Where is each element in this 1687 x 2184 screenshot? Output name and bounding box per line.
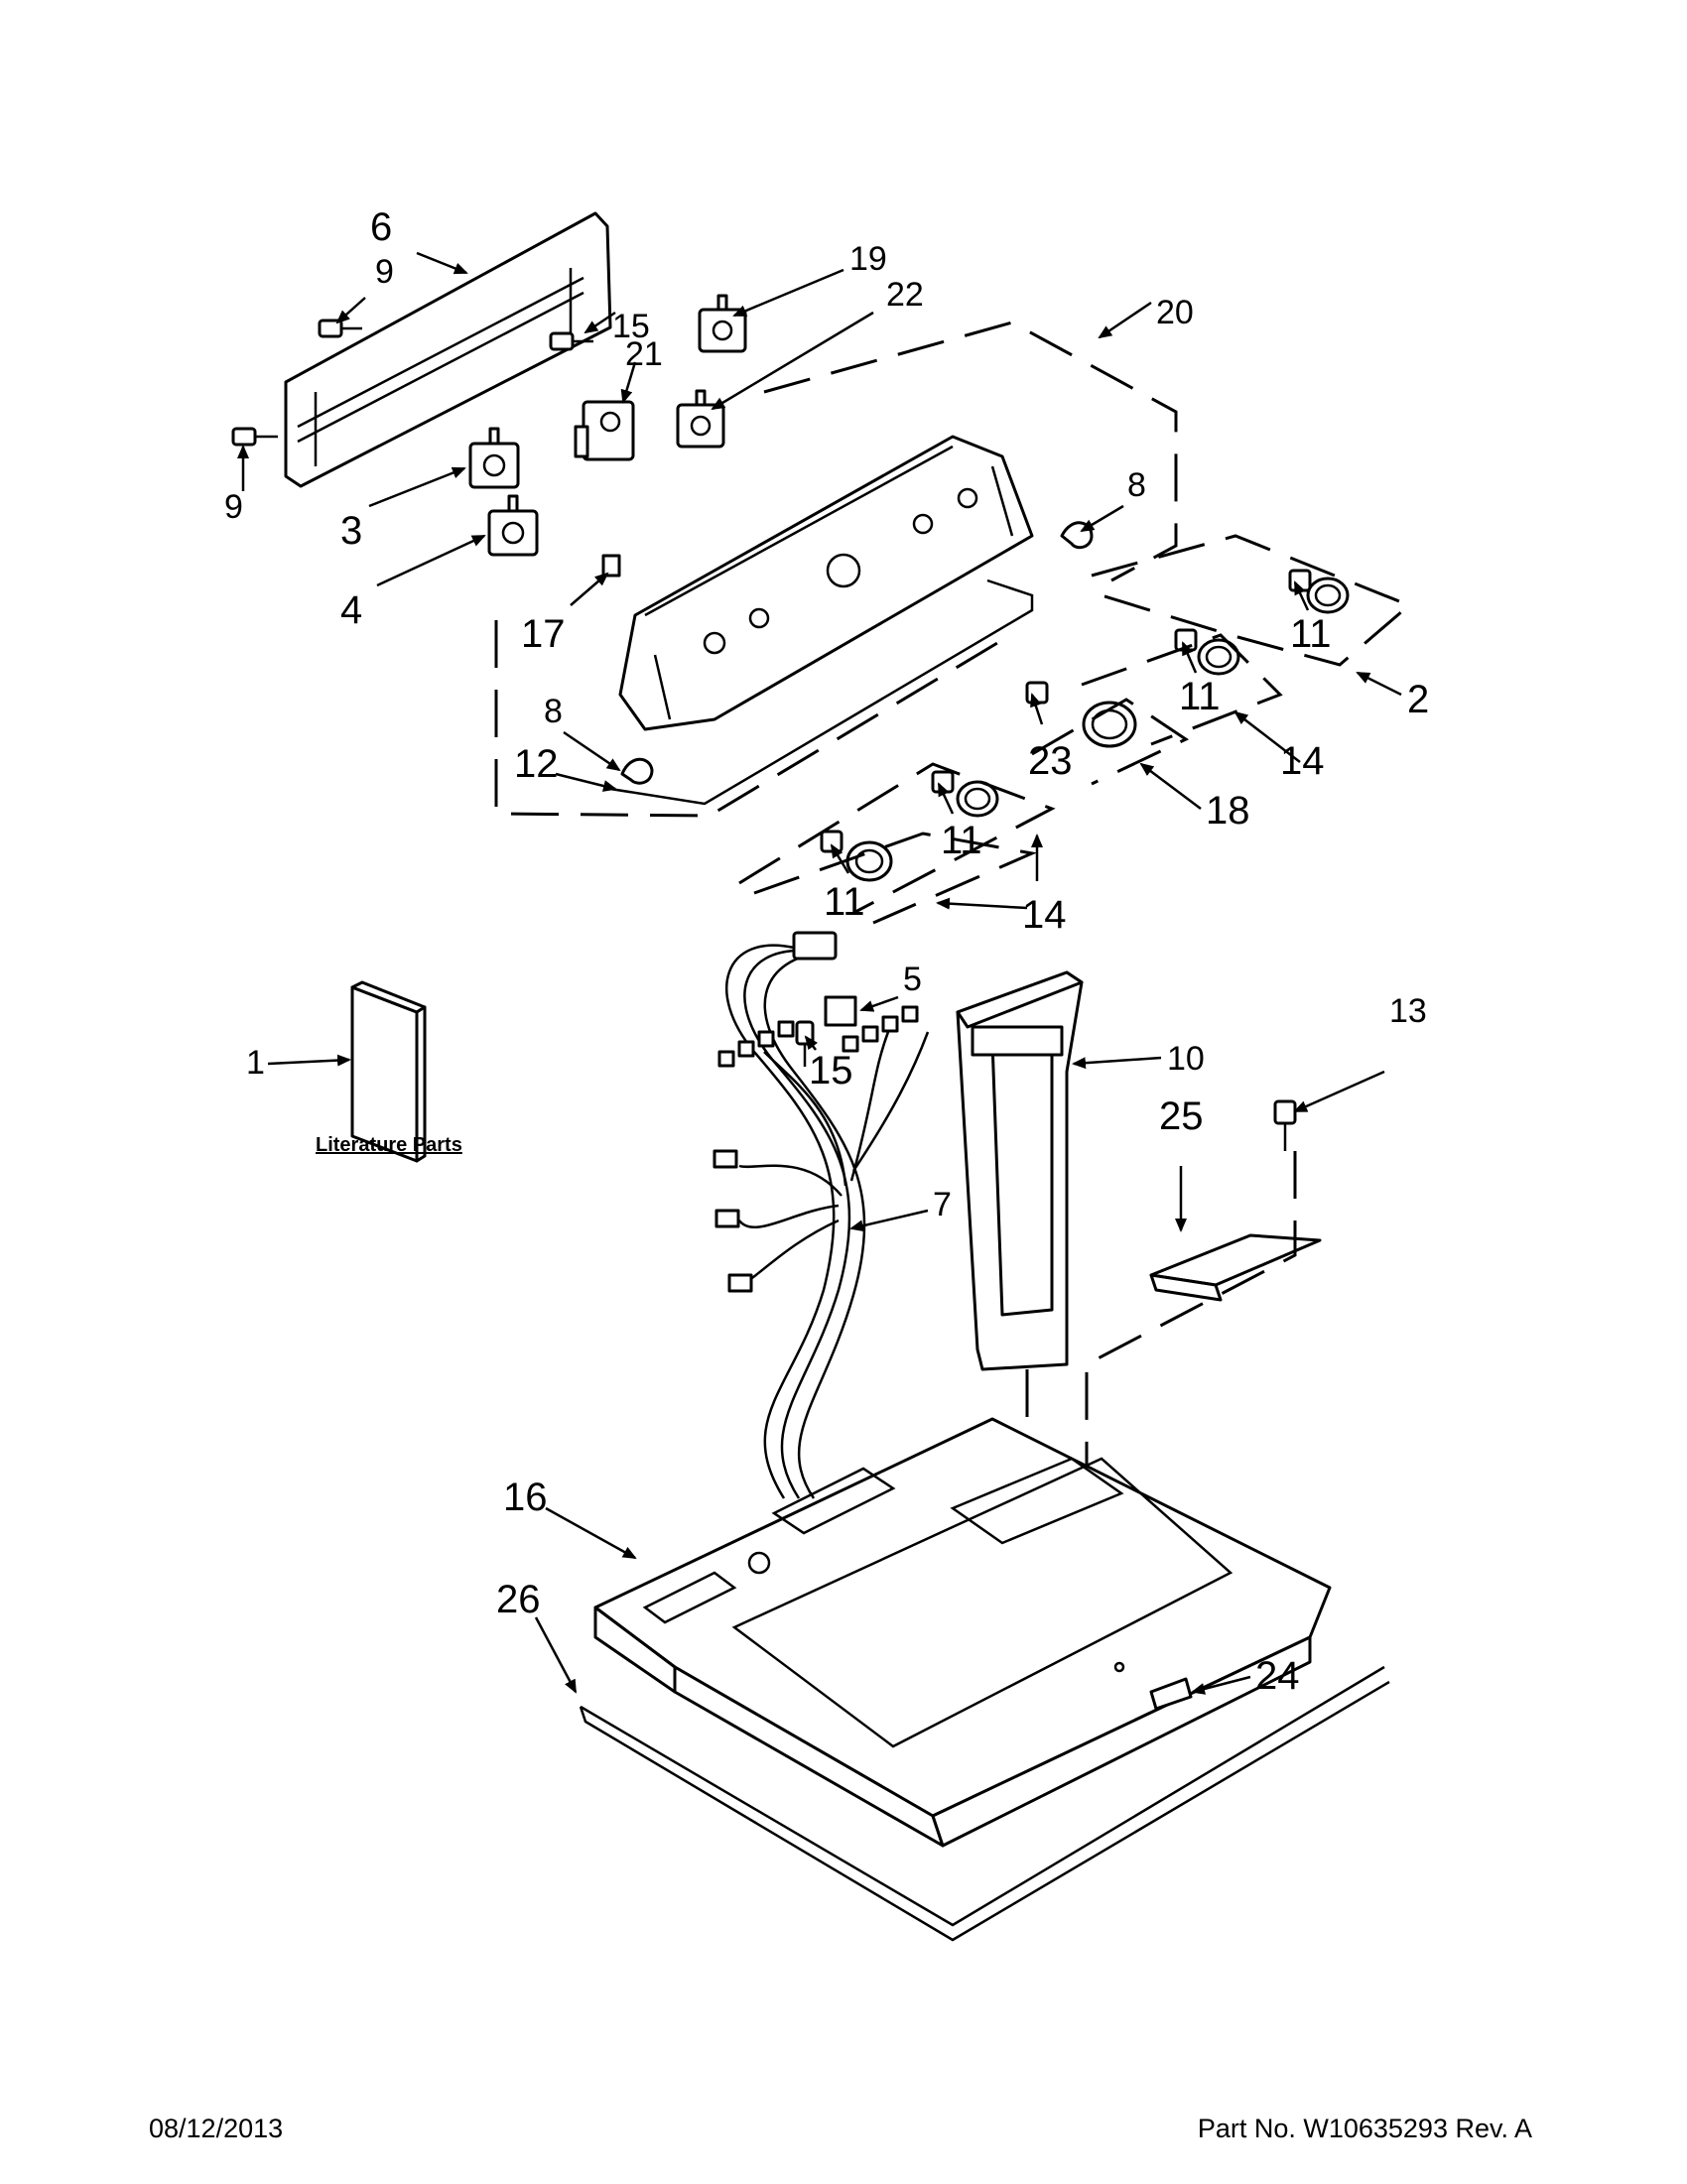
dashed-group-14-lower: [738, 762, 1056, 915]
dashed-group-14-bottom: [753, 832, 1038, 925]
callout-12: 12: [514, 742, 559, 786]
callout-15-harness: 15: [809, 1049, 853, 1092]
callout-7: 7: [933, 1186, 952, 1223]
dashed-group-14-upper: [1081, 633, 1283, 746]
knob-11-b: [1174, 628, 1240, 676]
pad-26: [579, 1665, 1390, 1942]
cover-25: [1149, 1233, 1322, 1302]
callout-8-lower: 8: [544, 693, 563, 730]
callout-13: 13: [1389, 992, 1427, 1030]
callout-2: 2: [1407, 678, 1429, 721]
callout-11-a: 11: [1290, 612, 1332, 656]
footer-part-number: Part No. W10635293 Rev. A: [1197, 2114, 1532, 2143]
callout-4: 4: [340, 588, 362, 632]
screw-13: [1273, 1099, 1297, 1151]
callout-23: 23: [1028, 739, 1073, 783]
strap-12: [609, 578, 1034, 806]
callout-6: 6: [370, 205, 392, 249]
literature-parts-label: Literature Parts: [316, 1134, 462, 1156]
dashed-group-18: [1031, 698, 1190, 786]
callout-11-b: 11: [1179, 675, 1221, 718]
callout-17: 17: [521, 612, 566, 656]
callout-22: 22: [886, 276, 924, 314]
footer-date: 08/12/2013: [149, 2114, 284, 2143]
callout-labels: 6 9 9 15 21 19 22 20 8 3 4 17 8 12 11 2 …: [224, 205, 1429, 1698]
callout-20: 20: [1156, 294, 1194, 331]
wire-harness-7: [713, 931, 930, 1499]
leader-lines: [237, 251, 1402, 1695]
knob-23: [1025, 681, 1137, 748]
cable-clip-8-lower: [620, 757, 654, 785]
dashed-group-20: [763, 321, 1178, 582]
switch-19: [698, 294, 747, 353]
screw-9-lower: [231, 427, 278, 447]
callout-16: 16: [503, 1476, 548, 1519]
callout-26: 26: [496, 1578, 541, 1621]
badge-24: [1113, 1661, 1193, 1711]
callout-1: 1: [246, 1044, 265, 1082]
top-panel-16: [593, 1417, 1332, 1848]
callout-3: 3: [340, 509, 362, 553]
callout-5: 5: [903, 961, 922, 998]
callout-9-lower: 9: [224, 488, 243, 526]
timer-21: [574, 400, 635, 461]
console-back-panel: [284, 211, 612, 488]
callout-18: 18: [1206, 789, 1250, 833]
callout-14-upper: 14: [1280, 739, 1325, 783]
callout-11-d: 11: [824, 880, 865, 924]
callout-8-upper: 8: [1127, 466, 1146, 504]
dashed-screw-13: [1085, 1151, 1297, 1478]
callout-19: 19: [849, 240, 887, 278]
callout-10: 10: [1167, 1040, 1205, 1078]
clip-17: [601, 554, 621, 578]
callout-21: 21: [625, 335, 663, 373]
dashed-group-main: [494, 620, 1003, 818]
callout-25: 25: [1159, 1094, 1204, 1138]
callout-11-c: 11: [941, 819, 982, 862]
screw-15-upper: [549, 331, 593, 351]
screw-9-upper: [318, 319, 362, 338]
callout-15-upper: 15: [612, 308, 650, 345]
lint-housing-10: [956, 970, 1084, 1371]
console-housing: [618, 435, 1034, 731]
callout-24: 24: [1255, 1654, 1300, 1698]
callout-14-lower: 14: [1022, 893, 1067, 937]
callout-9-upper: 9: [375, 253, 394, 291]
switch-22: [676, 389, 725, 449]
switch-3: [468, 427, 520, 489]
switch-4: [487, 494, 539, 557]
literature-book: [350, 980, 427, 1163]
dashed-group-2: [1091, 534, 1412, 667]
